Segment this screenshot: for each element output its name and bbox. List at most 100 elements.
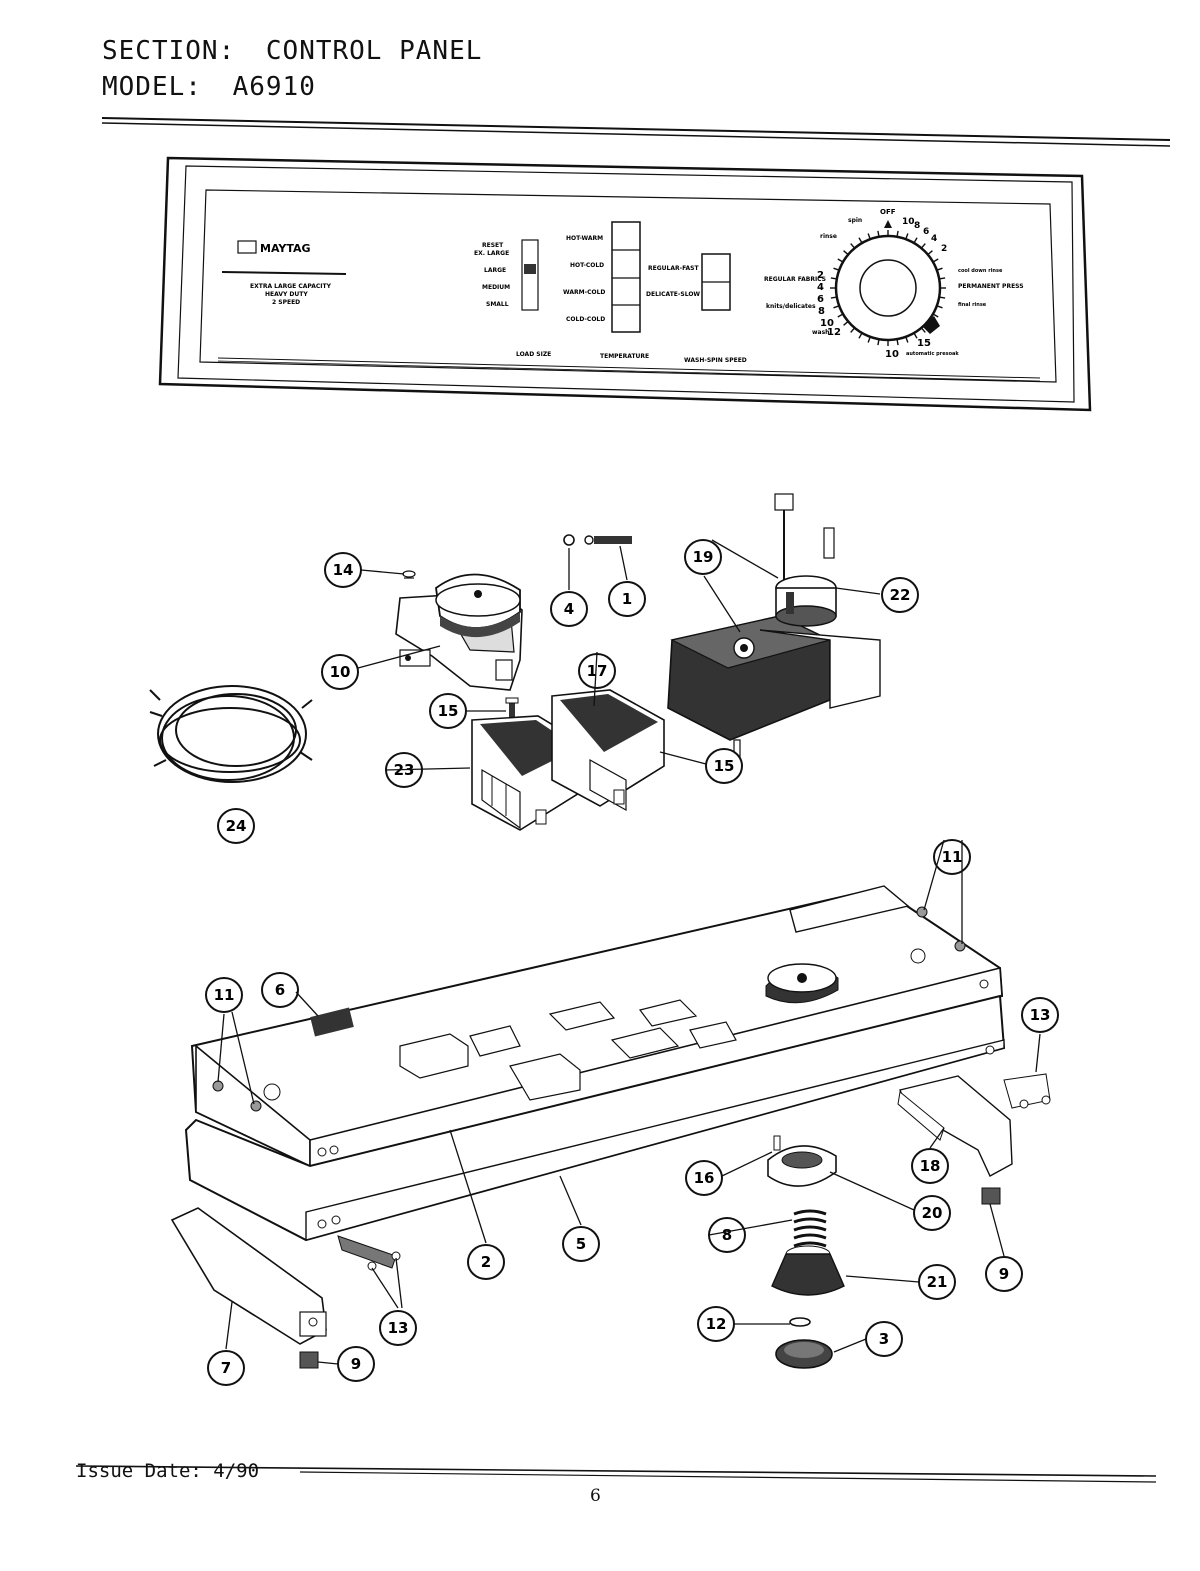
part-bracket-8 xyxy=(897,1091,945,1141)
callout-17: 17 xyxy=(578,653,616,689)
dial-tick xyxy=(833,267,840,271)
part-harness-24 xyxy=(149,685,313,783)
load-option-large: LARGE xyxy=(484,267,506,274)
capacity-line-2: HEAVY DUTY xyxy=(265,291,308,298)
callout-15: 15 xyxy=(705,748,743,784)
dial-tick xyxy=(913,237,918,244)
dial-tick xyxy=(896,230,899,237)
leader-lines xyxy=(217,539,1041,1365)
leader-line xyxy=(829,1171,915,1211)
footer-rule-2 xyxy=(299,1471,1157,1483)
temperature-button-stack[interactable] xyxy=(611,221,641,333)
timer-dial[interactable] xyxy=(830,220,946,346)
part-ring-4 xyxy=(563,534,575,546)
dial-tick xyxy=(843,320,849,326)
temp-option-hot-warm: HOT-WARM xyxy=(566,235,603,242)
leader-line xyxy=(929,1127,945,1149)
svg-text:24: 24 xyxy=(226,817,247,835)
svg-text:20: 20 xyxy=(922,1204,943,1222)
dial-label-rinse: rinse xyxy=(820,233,837,240)
load-size-slider-knob[interactable] xyxy=(524,264,536,274)
dial-label-cool-down-rinse: cool down rinse xyxy=(958,268,1003,274)
svg-text:7: 7 xyxy=(221,1359,231,1377)
speed-title: WASH-SPIN SPEED xyxy=(684,357,747,364)
part-timer-19 xyxy=(667,615,881,761)
temp-option-warm-cold: WARM-COLD xyxy=(563,289,605,296)
part-bracket-7 xyxy=(170,1207,327,1345)
leader-line xyxy=(659,751,707,765)
callout-4: 4 xyxy=(550,591,588,627)
dial-number: 8 xyxy=(914,221,920,231)
leader-line xyxy=(708,1219,793,1236)
dial-tick xyxy=(939,296,946,299)
leader-line xyxy=(357,645,441,669)
dial-number: 10 xyxy=(902,217,915,227)
dial-tick xyxy=(932,258,939,263)
callout-22: 22 xyxy=(881,577,919,613)
svg-text:13: 13 xyxy=(1030,1006,1051,1024)
callout-9: 9 xyxy=(985,1256,1023,1292)
part-panel-5 xyxy=(184,994,1013,1242)
load-option-small: SMALL xyxy=(486,301,509,308)
leader-line xyxy=(371,1257,403,1309)
svg-text:18: 18 xyxy=(920,1157,941,1175)
leader-line xyxy=(833,1338,867,1353)
svg-text:4: 4 xyxy=(564,600,574,618)
dial-number: 2 xyxy=(817,270,824,281)
dial-label-regular-fabrics: REGULAR FABRICS xyxy=(764,276,826,283)
leader-line xyxy=(721,1151,773,1177)
svg-text:1: 1 xyxy=(622,590,632,608)
section-heading: SECTION: CONTROL PANEL xyxy=(102,36,482,66)
callout-20: 20 xyxy=(913,1195,951,1231)
dial-tick xyxy=(850,327,856,333)
callout-16: 16 xyxy=(685,1160,723,1196)
dial-number: 4 xyxy=(931,234,937,244)
page-number: 6 xyxy=(590,1486,601,1506)
callout-11: 11 xyxy=(205,977,243,1013)
svg-text:3: 3 xyxy=(879,1330,889,1348)
dial-tick xyxy=(905,336,909,343)
capacity-line-3: 2 SPEED xyxy=(272,299,300,306)
svg-text:2: 2 xyxy=(481,1253,491,1271)
section-label: SECTION: xyxy=(102,36,236,66)
callout-3: 3 xyxy=(865,1321,903,1357)
callout-24: 24 xyxy=(217,808,255,844)
section-value: CONTROL PANEL xyxy=(265,36,483,66)
speed-option-regular-fast: REGULAR-FAST xyxy=(648,265,699,272)
part-motor-22 xyxy=(774,493,837,627)
callout-8: 8 xyxy=(708,1217,746,1253)
model-heading: MODEL: A6910 xyxy=(102,72,316,102)
callout-14: 14 xyxy=(324,552,362,588)
dial-off-label: OFF xyxy=(880,208,896,216)
dial-label-automatic-presoak: automatic presoak xyxy=(906,351,959,357)
part-bracket-13b xyxy=(1003,1073,1051,1109)
dial-tick xyxy=(927,250,933,256)
model-value: A6910 xyxy=(232,72,316,102)
load-size-slider[interactable] xyxy=(521,239,539,311)
callout-19: 19 xyxy=(684,539,722,575)
dial-tick xyxy=(858,332,863,339)
dial-tick xyxy=(830,296,837,299)
part-switch-17 xyxy=(551,689,665,812)
part-disc-3 xyxy=(775,1339,833,1369)
svg-text:12: 12 xyxy=(706,1315,727,1333)
dial-tick xyxy=(858,237,863,244)
leader-line xyxy=(225,1301,233,1350)
svg-text:11: 11 xyxy=(942,848,963,866)
dial-tick xyxy=(920,243,926,249)
dial-tick xyxy=(833,305,840,309)
dial-tick xyxy=(936,305,943,309)
part-cam-20 xyxy=(767,1145,837,1187)
svg-text:16: 16 xyxy=(694,1169,715,1187)
leader-line xyxy=(845,1275,920,1283)
issue-date: Issue Date: 4/90 xyxy=(76,1460,260,1482)
leader-line xyxy=(217,1011,255,1105)
part-switch-10 xyxy=(395,573,523,691)
leader-line xyxy=(619,545,628,581)
capacity-line-1: EXTRA LARGE CAPACITY xyxy=(250,283,332,290)
part-nut-9b xyxy=(981,1187,1001,1205)
dial-tick xyxy=(837,313,844,318)
part-nut-9 xyxy=(299,1351,319,1369)
dial-number: 12 xyxy=(827,327,841,338)
